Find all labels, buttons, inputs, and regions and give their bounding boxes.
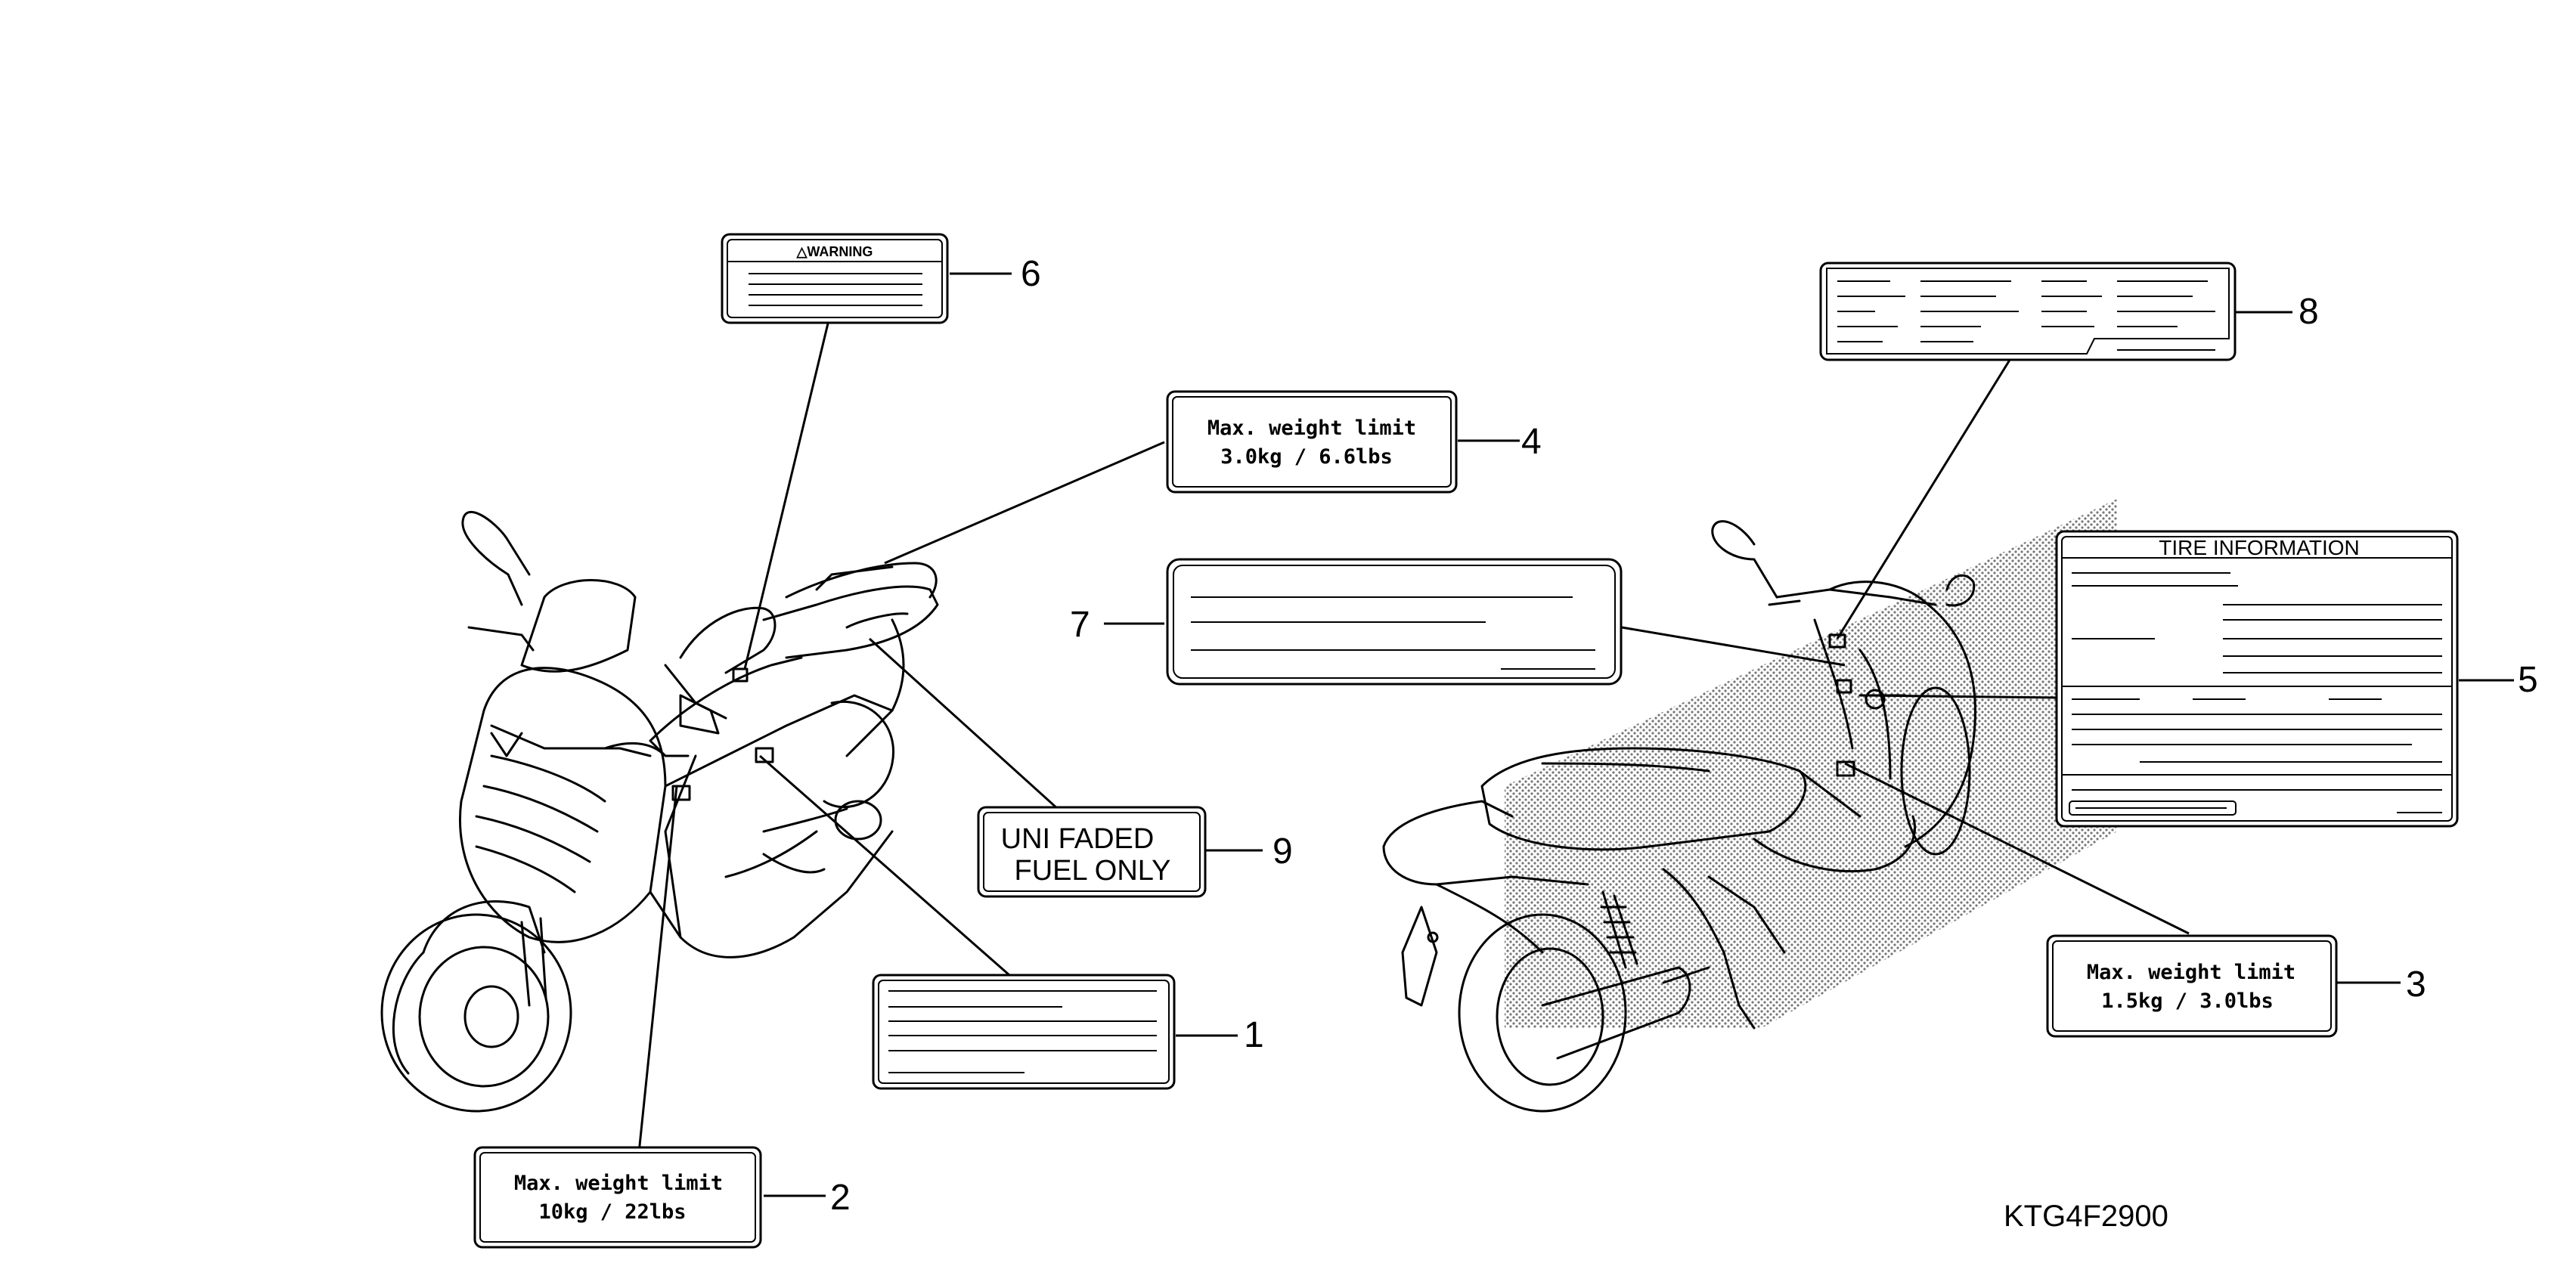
callout-4: 4 bbox=[1521, 422, 1542, 462]
scooter-rear-view bbox=[1382, 520, 1976, 1113]
label-3-weight: Max. weight limit 1.5kg / 3.0lbs bbox=[2046, 934, 2338, 1038]
tire-info-title: TIRE INFORMATION bbox=[2159, 536, 2359, 559]
fuel-line1: UNI FADED bbox=[1001, 823, 1155, 855]
callout-9: 9 bbox=[1273, 831, 1293, 872]
scooter-front-view bbox=[380, 510, 939, 1113]
callout-8: 8 bbox=[2299, 292, 2319, 332]
label-5-tire-info: TIRE INFORMATION bbox=[2055, 530, 2459, 828]
label-2-weight: Max. weight limit 10kg / 22lbs bbox=[473, 1146, 762, 1249]
fuel-line2: FUEL ONLY bbox=[1015, 855, 1171, 887]
callout-2: 2 bbox=[830, 1178, 851, 1218]
label-2-line1: Max. weight limit bbox=[514, 1172, 723, 1195]
warning-title: △WARNING bbox=[796, 244, 873, 259]
label-4-line2: 3.0kg / 6.6lbs bbox=[1220, 445, 1393, 469]
label-2-line2: 10kg / 22lbs bbox=[538, 1200, 686, 1224]
label-3-line2: 1.5kg / 3.0lbs bbox=[2101, 989, 2274, 1013]
callout-1: 1 bbox=[1244, 1015, 1264, 1055]
callout-3: 3 bbox=[2406, 965, 2426, 1005]
label-4-weight: Max. weight limit 3.0kg / 6.6lbs bbox=[1166, 390, 1458, 494]
label-1 bbox=[872, 974, 1176, 1090]
label-6-warning: △WARNING bbox=[721, 233, 949, 324]
watermark-band bbox=[1505, 499, 2117, 1028]
part-code: KTG4F2900 bbox=[2004, 1200, 2168, 1233]
callout-5: 5 bbox=[2518, 660, 2538, 700]
leader-lines bbox=[637, 272, 2514, 1197]
callout-6: 6 bbox=[1021, 254, 1041, 294]
label-4-line1: Max. weight limit bbox=[1207, 416, 1416, 440]
label-9-fuel: UNI FADED FUEL ONLY bbox=[977, 806, 1207, 898]
label-7 bbox=[1166, 558, 1623, 686]
callout-7: 7 bbox=[1070, 605, 1090, 645]
label-8 bbox=[1819, 262, 2237, 361]
label-3-line1: Max. weight limit bbox=[2087, 961, 2295, 984]
